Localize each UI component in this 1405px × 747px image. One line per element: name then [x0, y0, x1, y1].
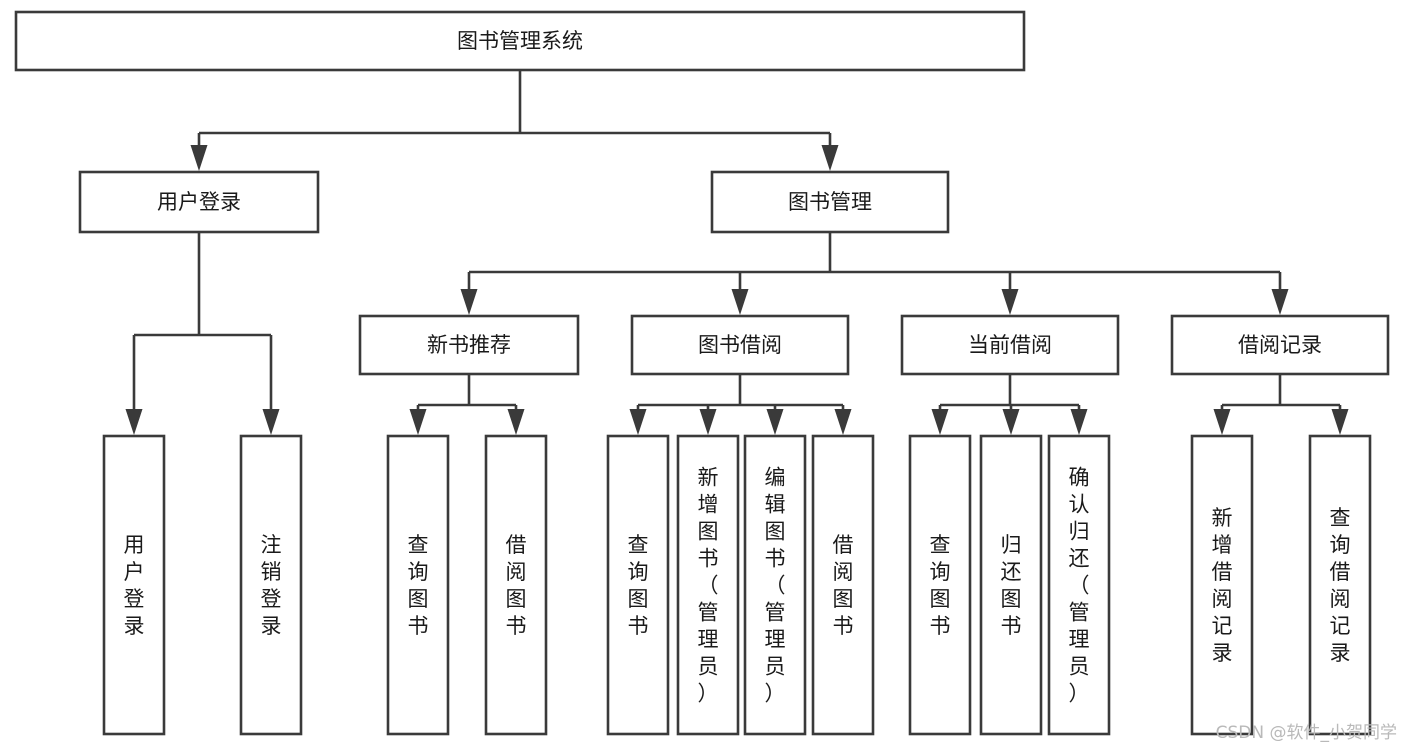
node-root[interactable]: 图书管理系统	[14, 10, 1026, 72]
arrowhead-leaf-return-book	[1002, 409, 1020, 435]
node-leaf-logout[interactable]: 注销登录	[239, 434, 303, 736]
arrowhead-borrow-record	[1271, 289, 1289, 315]
node-borrow-record[interactable]: 借阅记录	[1170, 314, 1390, 376]
node-label-leaf-query-book-3: 查询图书	[930, 533, 951, 638]
edge-group-book-manage	[460, 232, 1289, 315]
node-label-user-login: 用户登录	[157, 190, 241, 214]
node-box-leaf-add-book[interactable]	[676, 434, 740, 736]
node-box-leaf-borrow-book-1[interactable]	[484, 434, 548, 736]
node-leaf-edit-book[interactable]: 编辑图书（管理员）	[743, 434, 807, 736]
node-box-leaf-logout[interactable]	[239, 434, 303, 736]
arrowhead-leaf-add-record	[1213, 409, 1231, 435]
arrowhead-book-manage	[821, 145, 839, 171]
node-leaf-add-record[interactable]: 新增借阅记录	[1190, 434, 1254, 736]
node-box-leaf-query-record[interactable]	[1308, 434, 1372, 736]
node-label-leaf-borrow-book-1: 借阅图书	[506, 533, 527, 638]
edges-layer	[125, 70, 1349, 435]
arrowhead-leaf-logout	[262, 409, 280, 435]
node-label-leaf-return-book: 归还图书	[1001, 533, 1022, 638]
node-label-leaf-edit-book: 编辑图书（管理员）	[765, 466, 786, 706]
arrowhead-leaf-borrow-book-1	[507, 409, 525, 435]
node-box-leaf-query-book-3[interactable]	[908, 434, 972, 736]
node-box-leaf-return-book[interactable]	[979, 434, 1043, 736]
node-box-book-borrow[interactable]	[630, 314, 850, 376]
arrowhead-leaf-borrow-book-2	[834, 409, 852, 435]
arrowhead-leaf-query-record	[1331, 409, 1349, 435]
node-book-borrow[interactable]: 图书借阅	[630, 314, 850, 376]
node-box-leaf-confirm-return[interactable]	[1047, 434, 1111, 736]
node-box-leaf-add-record[interactable]	[1190, 434, 1254, 736]
node-current-borrow[interactable]: 当前借阅	[900, 314, 1120, 376]
node-leaf-user-login[interactable]: 用户登录	[102, 434, 166, 736]
arrowhead-leaf-confirm-return	[1070, 409, 1088, 435]
node-label-leaf-query-record: 查询借阅记录	[1330, 506, 1351, 665]
node-new-book-rec[interactable]: 新书推荐	[358, 314, 580, 376]
arrowhead-user-login	[190, 145, 208, 171]
arrowhead-new-book-rec	[460, 289, 478, 315]
node-label-leaf-user-login: 用户登录	[124, 533, 145, 638]
node-box-new-book-rec[interactable]	[358, 314, 580, 376]
node-leaf-borrow-book-1[interactable]: 借阅图书	[484, 434, 548, 736]
arrowhead-book-borrow	[731, 289, 749, 315]
edge-group-root	[190, 70, 839, 171]
node-leaf-query-book-1[interactable]: 查询图书	[386, 434, 450, 736]
node-label-book-borrow: 图书借阅	[698, 333, 782, 357]
node-label-leaf-borrow-book-2: 借阅图书	[833, 533, 854, 638]
node-label-leaf-add-book: 新增图书（管理员）	[698, 466, 719, 706]
node-box-borrow-record[interactable]	[1170, 314, 1390, 376]
node-leaf-confirm-return[interactable]: 确认归还（管理员）	[1047, 434, 1111, 736]
arrowhead-leaf-add-book	[699, 409, 717, 435]
node-box-leaf-borrow-book-2[interactable]	[811, 434, 875, 736]
node-label-leaf-query-book-1: 查询图书	[408, 533, 429, 638]
node-label-current-borrow: 当前借阅	[968, 333, 1052, 357]
node-box-leaf-query-book-1[interactable]	[386, 434, 450, 736]
node-box-user-login[interactable]	[78, 170, 320, 234]
node-label-borrow-record: 借阅记录	[1238, 333, 1322, 357]
node-leaf-return-book[interactable]: 归还图书	[979, 434, 1043, 736]
node-box-root[interactable]	[14, 10, 1026, 72]
node-user-login[interactable]: 用户登录	[78, 170, 320, 234]
edge-group-user-login	[125, 232, 280, 435]
node-leaf-borrow-book-2[interactable]: 借阅图书	[811, 434, 875, 736]
node-box-leaf-edit-book[interactable]	[743, 434, 807, 736]
node-label-leaf-logout: 注销登录	[261, 533, 282, 638]
node-label-new-book-rec: 新书推荐	[427, 333, 511, 357]
node-label-leaf-add-record: 新增借阅记录	[1212, 506, 1233, 665]
node-label-root: 图书管理系统	[457, 29, 583, 53]
node-label-leaf-query-book-2: 查询图书	[628, 533, 649, 638]
arrowhead-current-borrow	[1001, 289, 1019, 315]
edge-group-current-borrow	[931, 374, 1088, 435]
watermark-text: CSDN @软件_小贺同学	[1215, 723, 1397, 743]
arrowhead-leaf-query-book-3	[931, 409, 949, 435]
node-leaf-query-book-2[interactable]: 查询图书	[606, 434, 670, 736]
node-box-book-manage[interactable]	[710, 170, 950, 234]
node-label-book-manage: 图书管理	[788, 190, 872, 214]
edge-group-borrow-record	[1213, 374, 1349, 435]
node-leaf-add-book[interactable]: 新增图书（管理员）	[676, 434, 740, 736]
node-box-current-borrow[interactable]	[900, 314, 1120, 376]
node-leaf-query-book-3[interactable]: 查询图书	[908, 434, 972, 736]
arrowhead-leaf-user-login	[125, 409, 143, 435]
node-box-leaf-query-book-2[interactable]	[606, 434, 670, 736]
edge-group-book-borrow	[629, 374, 852, 435]
node-book-manage[interactable]: 图书管理	[710, 170, 950, 234]
edge-group-new-book-rec	[409, 374, 525, 435]
arrowhead-leaf-edit-book	[766, 409, 784, 435]
nodes-layer: 图书管理系统用户登录图书管理新书推荐图书借阅当前借阅借阅记录用户登录注销登录查询…	[14, 10, 1390, 736]
node-box-leaf-user-login[interactable]	[102, 434, 166, 736]
node-label-leaf-confirm-return: 确认归还（管理员）	[1069, 466, 1090, 706]
arrowhead-leaf-query-book-2	[629, 409, 647, 435]
arrowhead-leaf-query-book-1	[409, 409, 427, 435]
node-leaf-query-record[interactable]: 查询借阅记录	[1308, 434, 1372, 736]
